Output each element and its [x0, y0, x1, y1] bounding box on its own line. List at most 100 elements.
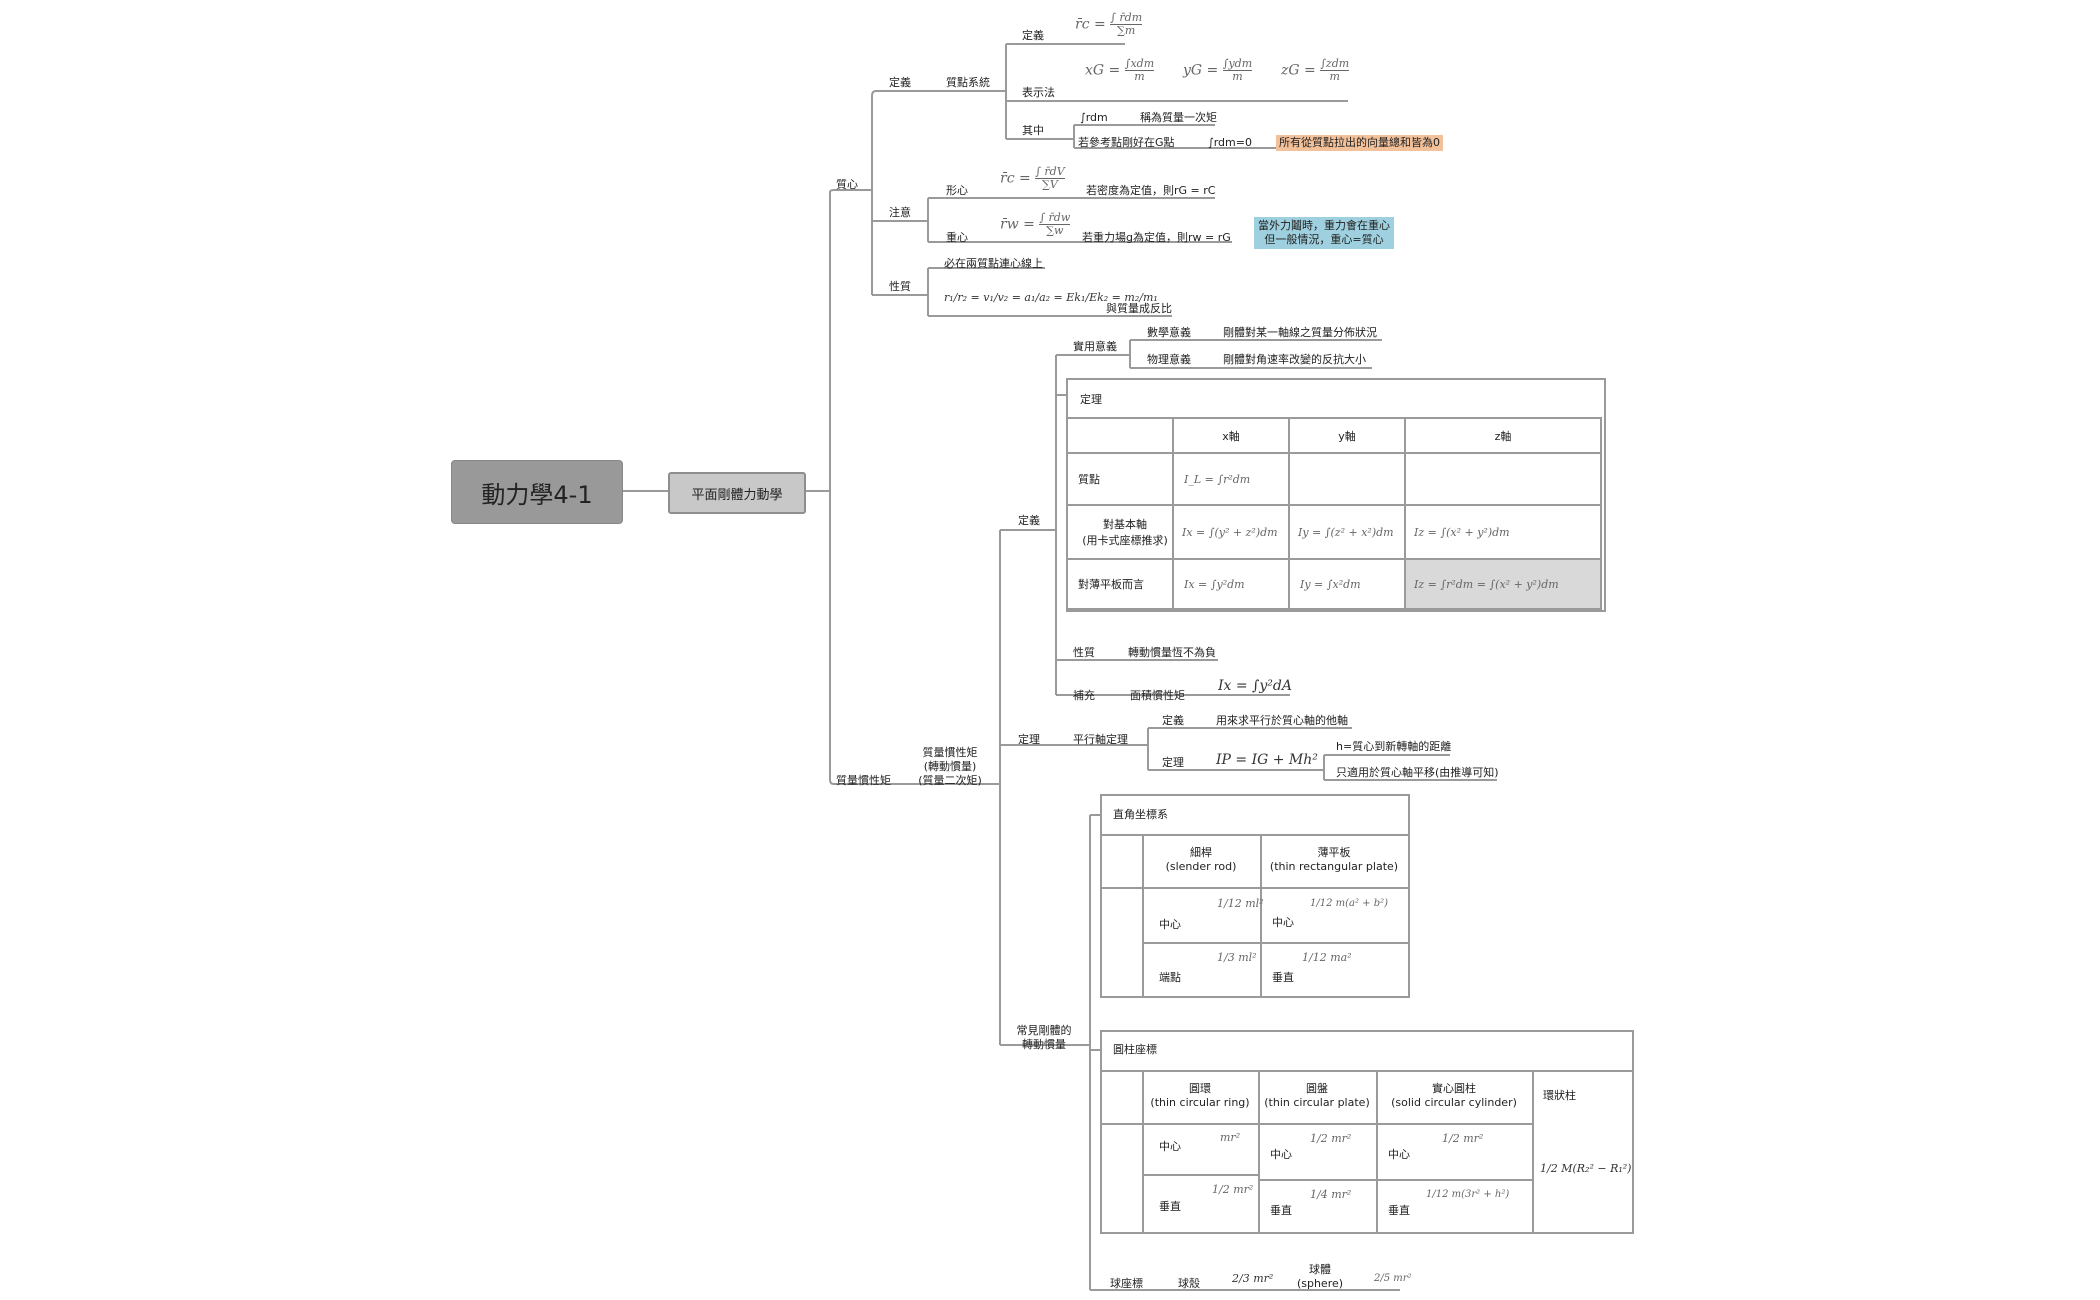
node-moment-of-inertia[interactable]: 質量慣性矩: [836, 774, 891, 787]
node-centroid[interactable]: 形心: [946, 184, 968, 197]
node-practical[interactable]: 實用意義: [1073, 340, 1117, 353]
formula-lhs: r̄w =: [1000, 216, 1035, 233]
label-plate-perp: 垂直: [1272, 971, 1294, 984]
node-all-vectors-zero[interactable]: 所有從質點拉出的向量總和皆為0: [1276, 135, 1443, 151]
node-definition[interactable]: 定義: [1022, 29, 1044, 42]
formula-ring-perp: 1/2 mr²: [1212, 1183, 1254, 1196]
label-line: 球體: [1309, 1263, 1331, 1276]
row-label: 對基本軸 (用卡式座標推求): [1066, 504, 1174, 560]
node-rigid-body-dynamics[interactable]: 平面剛體力動學: [668, 472, 806, 514]
node-density-const[interactable]: 若密度為定值，則rG = rC: [1086, 184, 1216, 197]
node-supplement[interactable]: 補充: [1073, 689, 1095, 702]
node-spherical[interactable]: 球座標: [1110, 1277, 1143, 1290]
node-center-of-mass[interactable]: 質心: [836, 178, 858, 191]
node-pa-definition[interactable]: 定義: [1162, 714, 1184, 727]
formula-fraction: ∫ r̄dw∑w: [1039, 212, 1071, 237]
frac-den: m: [1232, 70, 1243, 83]
header-annulus: 環狀柱: [1543, 1089, 1576, 1102]
cell-formula: I_L = ∫r²dm: [1172, 452, 1290, 506]
node-inverse-mass[interactable]: 與質量成反比: [1106, 302, 1172, 315]
node-parallel-axis[interactable]: 平行軸定理: [1073, 733, 1128, 746]
formula-centroid: r̄c = ∫ r̄dV∑V: [1000, 166, 1065, 191]
formula-ratio: r₁/r₂ = v₁/v₂ = a₁/a₂ = Ek₁/Ek₂ = m₂/m₁: [944, 291, 1158, 304]
cell-formula: Iz = ∫r²dm = ∫(x² + y²)dm: [1404, 558, 1602, 610]
formula-disk-center: 1/2 mr²: [1310, 1132, 1352, 1145]
header-line: 圓盤: [1305, 1082, 1328, 1095]
label-rod-end: 端點: [1159, 971, 1181, 984]
formula-gravity: r̄w = ∫ r̄dw∑w: [1000, 212, 1071, 237]
node-if-ref-g[interactable]: 若參考點剛好在G點: [1078, 136, 1175, 149]
header-line: (thin circular plate): [1264, 1096, 1370, 1109]
node-inertia-sub[interactable]: 質量慣性矩 (轉動慣量) (質量二次矩): [918, 746, 982, 788]
header-cell: y軸: [1288, 417, 1406, 454]
node-theorem[interactable]: 定理: [1018, 733, 1040, 746]
node-gravity-const[interactable]: 若重力場g為定值，則rw = rG: [1082, 231, 1231, 244]
node-gravity-note[interactable]: 當外力鬮時，重力會在重心 但一般情況，重心=質心: [1254, 217, 1394, 249]
header-slender-rod: 細桿 (slender rod): [1166, 846, 1237, 874]
frac-den: m: [1134, 70, 1145, 83]
header-line: (thin circular ring): [1150, 1096, 1250, 1109]
label-rod-center: 中心: [1159, 918, 1181, 931]
node-inertia-definition[interactable]: 定義: [1018, 514, 1040, 527]
frac-den: ∑V: [1042, 178, 1058, 191]
node-solid-sphere[interactable]: 球體 (sphere): [1297, 1263, 1343, 1291]
node-h-desc[interactable]: h=質心到新轉軸的距離: [1336, 740, 1452, 753]
node-note[interactable]: 注意: [889, 206, 911, 219]
node-never-negative[interactable]: 轉動慣量恆不為負: [1128, 646, 1216, 659]
node-representation[interactable]: 表示法: [1022, 86, 1055, 99]
root-node[interactable]: 動力學4-1: [451, 460, 623, 524]
table-title: 圓柱座標: [1113, 1043, 1157, 1056]
node-on-line[interactable]: 必在兩質點連心線上: [944, 257, 1043, 270]
cell-formula: Iy = ∫x²dm: [1288, 558, 1406, 610]
node-among[interactable]: 其中: [1022, 124, 1044, 137]
cell-formula: Ix = ∫y²dm: [1172, 558, 1290, 610]
theorem-grid: x軸 y軸 z軸 質點 I_L = ∫r²dm 對基本軸 (用卡式座標推求) I…: [1066, 417, 1602, 610]
node-common-bodies[interactable]: 常見剛體的 轉動慣量: [1017, 1024, 1072, 1052]
formula-annulus: 1/2 M(R₂² − R₁²): [1540, 1162, 1632, 1175]
formula-shell: 2/3 mr²: [1232, 1272, 1274, 1285]
node-math-meaning[interactable]: 數學意義: [1147, 326, 1191, 339]
frac-num: ∫zdm: [1320, 57, 1350, 70]
header-line: 薄平板: [1317, 846, 1351, 859]
node-inertia-property[interactable]: 性質: [1073, 646, 1095, 659]
divider: [1102, 887, 1408, 889]
node-label: 平面剛體力動學: [691, 487, 783, 503]
node-math-desc[interactable]: 剛體對某一軸線之質量分佈狀況: [1223, 326, 1377, 339]
formula-lhs: xG =: [1085, 62, 1121, 79]
formula-lhs: r̄c =: [1000, 170, 1031, 187]
formula-rod-end: 1/3 ml²: [1217, 951, 1257, 964]
divider: [1102, 834, 1408, 836]
header-cell: x軸: [1172, 417, 1290, 454]
header-line: 圓環: [1189, 1082, 1211, 1095]
cell-formula: Ix = ∫(y² + z²)dm: [1172, 504, 1290, 560]
node-com-definition[interactable]: 定義: [889, 76, 911, 89]
divider: [1142, 834, 1144, 996]
root-label: 動力學4-1: [481, 480, 593, 509]
node-com-property[interactable]: 性質: [889, 280, 911, 293]
formula-disk-perp: 1/4 mr²: [1310, 1188, 1352, 1201]
node-particle-system[interactable]: 質點系統: [946, 76, 990, 89]
node-pa-theorem[interactable]: 定理: [1162, 756, 1184, 769]
formula-lhs: zG =: [1281, 62, 1316, 79]
label-line: 轉動慣量: [1022, 1038, 1066, 1051]
divider: [1142, 1174, 1258, 1176]
node-area-moment[interactable]: 面積慣性矩: [1130, 689, 1185, 702]
node-phys-meaning[interactable]: 物理意義: [1147, 353, 1191, 366]
node-rdm-zero[interactable]: ∫rdm=0: [1208, 136, 1252, 149]
node-rdm-desc[interactable]: 稱為質量一次矩: [1140, 111, 1217, 124]
node-only-centroid[interactable]: 只適用於質心軸平移(由推導可知): [1336, 766, 1499, 779]
node-spherical-shell[interactable]: 球殼: [1178, 1277, 1200, 1290]
frac-den: m: [1329, 70, 1340, 83]
formula-rod-center: 1/12 ml²: [1217, 897, 1264, 910]
note-line-2: 但一般情況，重心=質心: [1264, 233, 1384, 246]
formula-rc: r̄c = ∫ r̄dm∑m: [1075, 12, 1143, 37]
divider: [1142, 1070, 1144, 1232]
node-phys-desc[interactable]: 剛體對角速率改變的反抗大小: [1223, 353, 1366, 366]
node-center-of-gravity[interactable]: 重心: [946, 231, 968, 244]
node-pa-def-desc[interactable]: 用來求平行於質心軸的他軸: [1216, 714, 1348, 727]
node-rdm[interactable]: ∫rdm: [1080, 111, 1108, 124]
